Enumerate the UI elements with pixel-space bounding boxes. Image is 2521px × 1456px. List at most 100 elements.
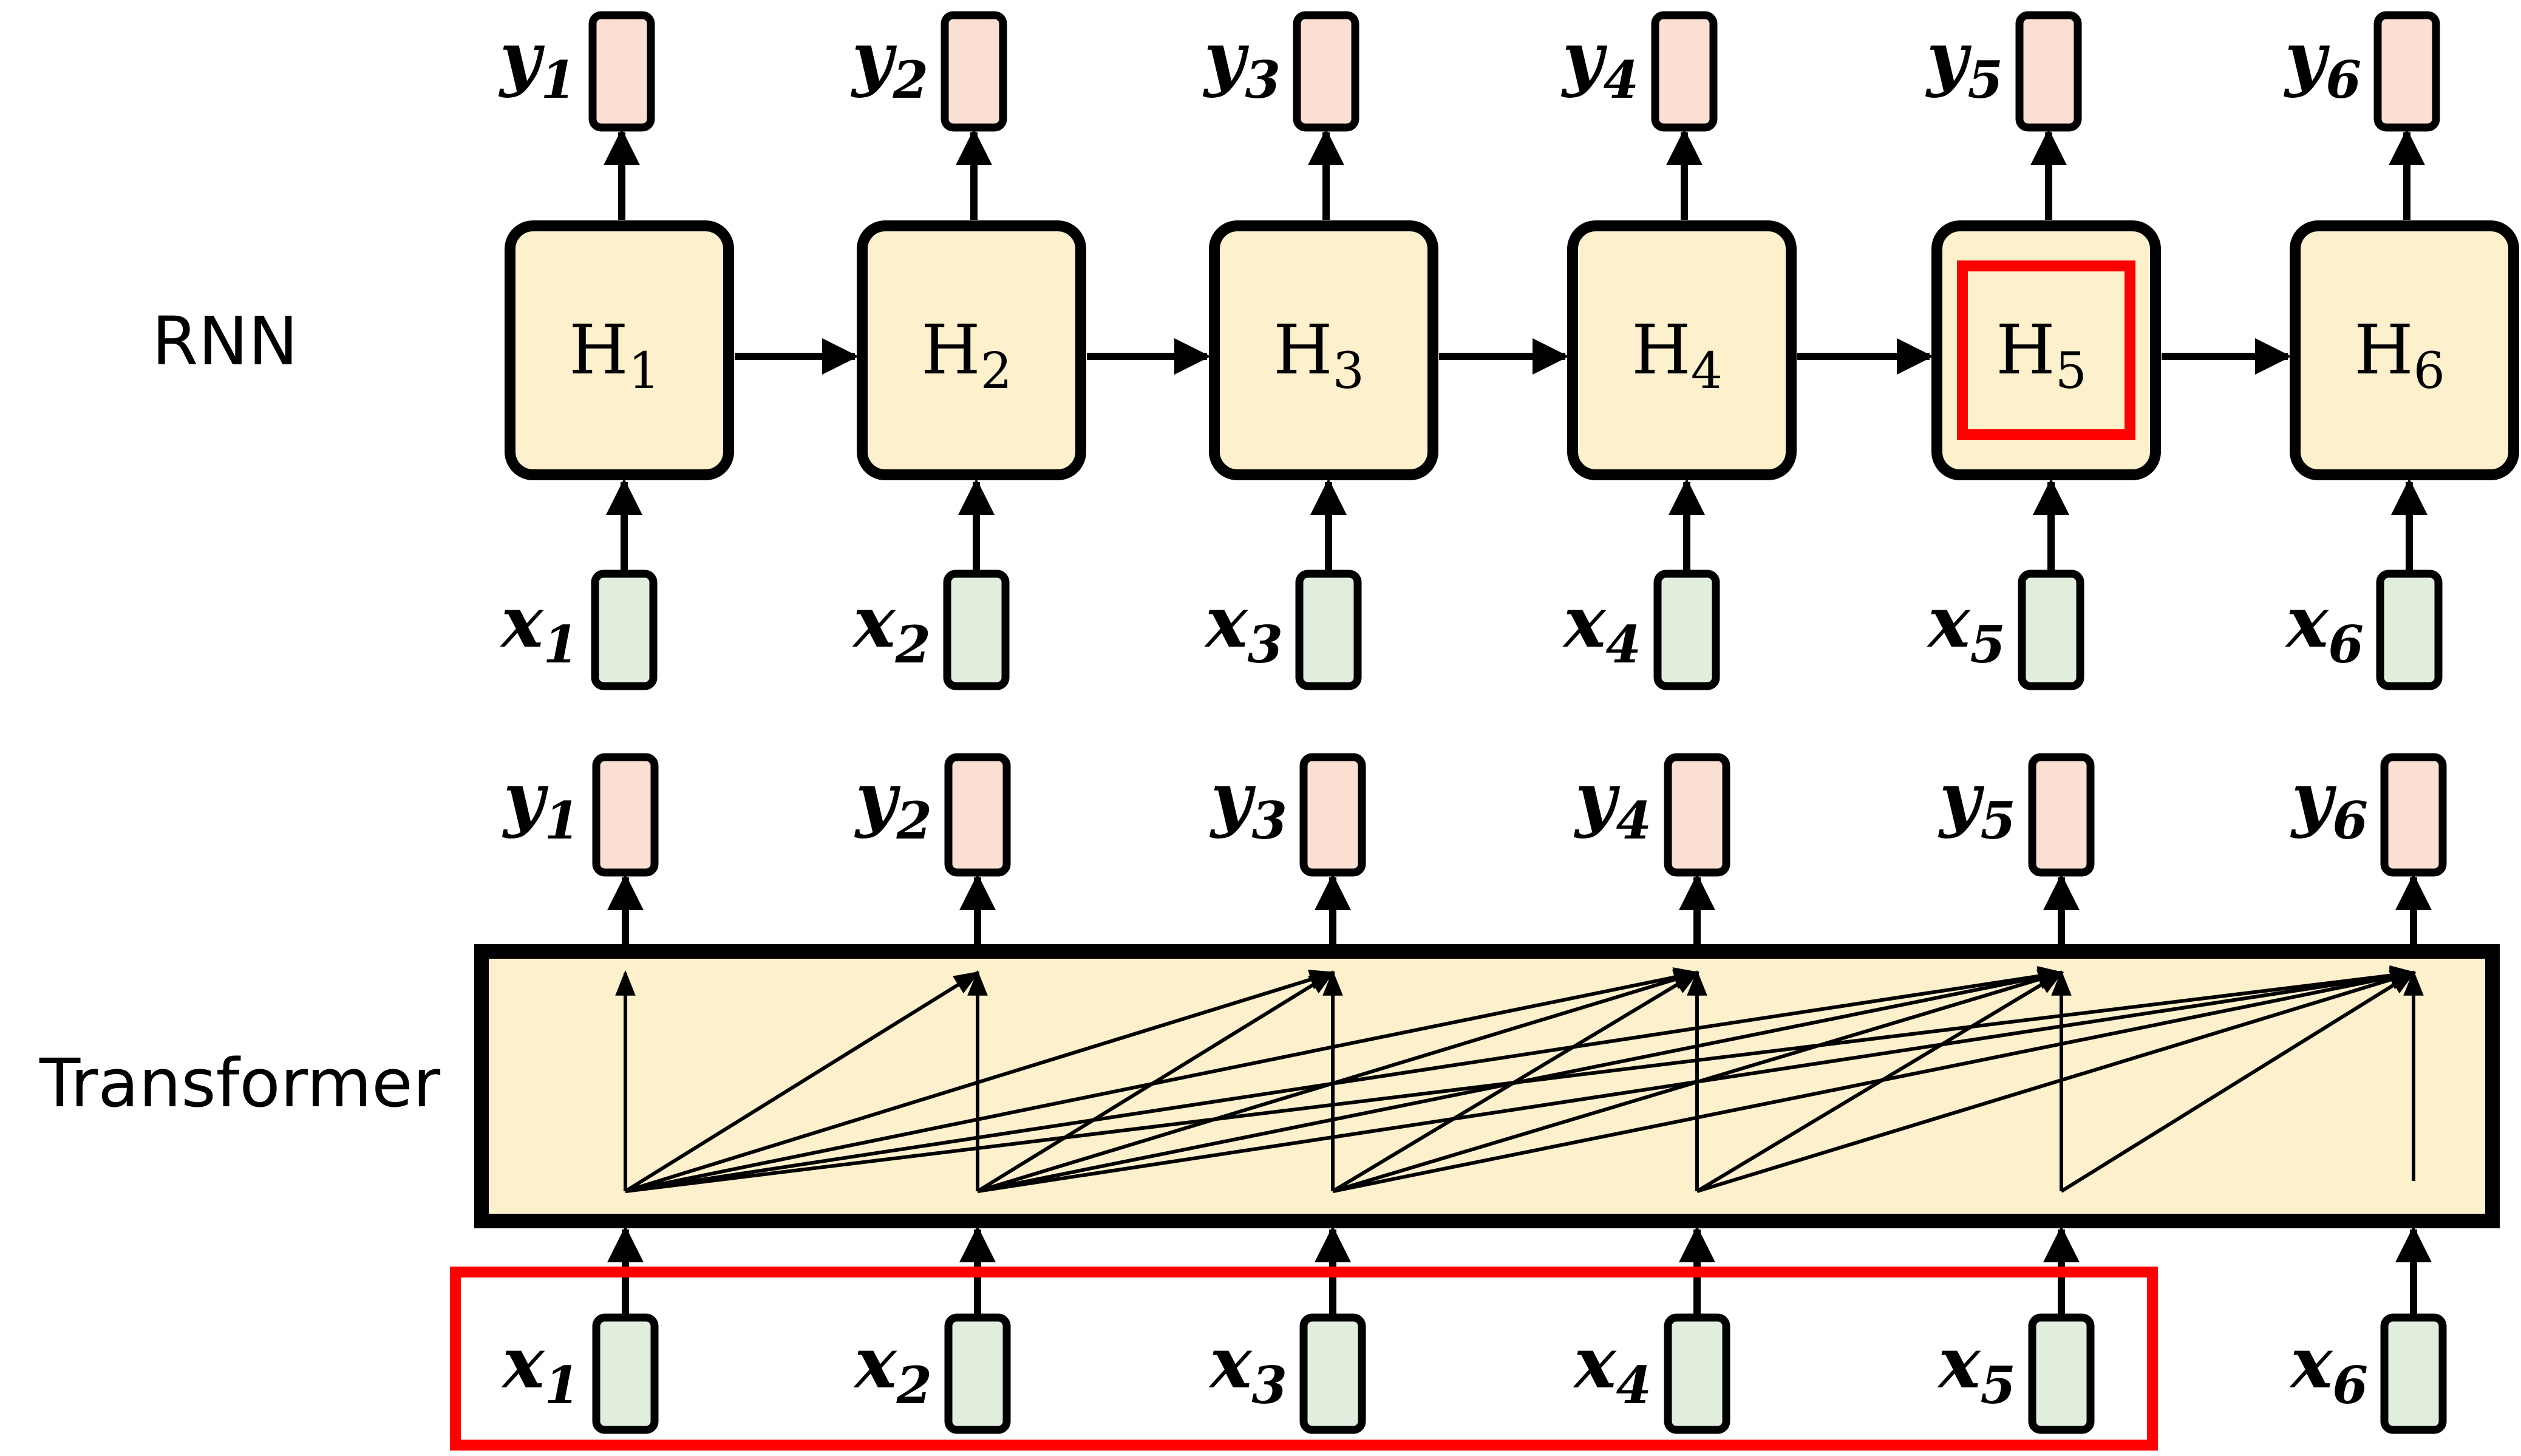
input-token-box: [2028, 1313, 2095, 1434]
input-token-box: [1299, 1313, 1366, 1434]
output-token-box: [2028, 753, 2095, 877]
hidden-state-3: H3: [1209, 220, 1438, 480]
output-token-box: [1651, 11, 1718, 132]
input-token-box: [592, 1313, 659, 1434]
rnn-output-2: y2: [850, 11, 1007, 132]
attention-edge: [625, 967, 1700, 1193]
input-label: x1: [500, 1322, 580, 1415]
rnn-input-4: x4: [1562, 570, 1720, 690]
transformer-output-6: y6: [2290, 753, 2447, 877]
attention-edge: [625, 970, 1336, 1193]
highlight-box: [1957, 260, 2135, 440]
rnn-output-4: y4: [1560, 11, 1718, 132]
rnn-section-label: RNN: [152, 302, 298, 380]
attention-edge: [625, 966, 2064, 1193]
rnn-input-5: x5: [1926, 570, 2084, 690]
hidden-state-4: H4: [1567, 220, 1797, 480]
input-label: x5: [1926, 581, 2006, 675]
hidden-state-box: [857, 220, 1086, 480]
output-label: y4: [1560, 16, 1639, 110]
output-label: y4: [1573, 757, 1652, 851]
output-label: y3: [1202, 16, 1281, 110]
hidden-state-label: H3: [1273, 311, 1364, 400]
transformer-input-6: x6: [2288, 1313, 2447, 1434]
output-label: y5: [1925, 16, 2003, 110]
hidden-state-label: H5: [1996, 311, 2087, 400]
hidden-state-box: [505, 220, 734, 480]
attention-edge: [624, 971, 980, 1193]
transformer-output-1: y1: [502, 753, 659, 877]
output-label: y5: [1938, 757, 2016, 851]
output-token-box: [2015, 11, 2082, 132]
hidden-state-box: [2290, 220, 2519, 480]
attention-edge: [1696, 969, 2417, 1193]
rnn-output-6: y6: [2283, 11, 2440, 132]
rnn-input-1: x1: [499, 570, 658, 690]
output-token-box: [1293, 11, 1359, 132]
rnn-input-2: x2: [851, 570, 1010, 690]
hidden-state-box: [1567, 220, 1797, 480]
output-label: y2: [850, 16, 928, 110]
output-label: y6: [2283, 16, 2361, 110]
rnn-input-3: x3: [1203, 570, 1362, 690]
transformer-output-4: y4: [1573, 753, 1730, 877]
transformer-output-2: y2: [854, 753, 1011, 877]
output-token-box: [941, 11, 1007, 132]
hidden-state-6: H6: [2290, 220, 2519, 480]
output-token-box: [2380, 753, 2447, 877]
attention-edge: [1332, 967, 2417, 1193]
transformer-input-1: x1: [500, 1313, 659, 1434]
attention-edge: [625, 965, 2417, 1193]
rnn-output-5: y5: [1925, 11, 2082, 132]
transformer-output-5: y5: [1938, 753, 2095, 877]
output-label: y1: [502, 757, 580, 851]
input-token-box: [1653, 570, 1720, 690]
input-token-box: [591, 570, 658, 690]
output-label: y3: [1209, 757, 1287, 851]
output-token-box: [588, 11, 655, 132]
input-token-box: [943, 570, 1010, 690]
input-label: x6: [2288, 1322, 2368, 1415]
rnn-output-3: y3: [1202, 11, 1359, 132]
hidden-state-label: H2: [921, 311, 1012, 400]
output-label: y2: [854, 757, 932, 851]
rnn-layer: H1 H2 H3 H4 H5 H6 x1 x2 x3 x4 x5 x6 y1 y2 y3 y4 y5 y6: [498, 11, 2519, 690]
input-token-box: [1295, 570, 1362, 690]
input-token-box: [2376, 570, 2443, 690]
context-window-highlight: [450, 1267, 2158, 1451]
hidden-state-1: H1: [505, 220, 734, 480]
output-token-box: [1299, 753, 1366, 877]
input-token-box: [2018, 570, 2084, 690]
input-label: x2: [852, 1322, 932, 1415]
input-label: x3: [1203, 581, 1283, 675]
hidden-state-5: H5: [1931, 220, 2161, 480]
output-label: y1: [498, 16, 576, 110]
input-label: x4: [1562, 581, 1641, 675]
transformer-section-label: Transformer: [39, 1044, 441, 1122]
hidden-state-box: [1209, 220, 1438, 480]
output-token-box: [2373, 11, 2440, 132]
rnn-output-1: y1: [498, 11, 655, 132]
input-label: x3: [1208, 1322, 1287, 1415]
output-label: y6: [2290, 757, 2368, 851]
output-token-box: [944, 753, 1011, 877]
attention-arrows: [615, 965, 2424, 1193]
input-token-box: [944, 1313, 1011, 1434]
hidden-state-label: H6: [2354, 311, 2445, 400]
output-token-box: [592, 753, 659, 877]
transformer-input-4: x4: [1572, 1313, 1730, 1434]
hidden-state-label: H4: [1631, 311, 1723, 400]
input-label: x4: [1572, 1322, 1652, 1415]
hidden-state-label: H1: [569, 311, 660, 400]
hidden-state-2: H2: [857, 220, 1086, 480]
input-token-box: [1664, 1313, 1730, 1434]
attention-edge: [2060, 971, 2416, 1193]
input-label: x1: [499, 581, 579, 675]
transformer-input-3: x3: [1208, 1313, 1366, 1434]
input-label: x6: [2284, 581, 2364, 675]
transformer-input-2: x2: [852, 1313, 1011, 1434]
input-token-box: [2380, 1313, 2447, 1434]
rnn-input-6: x6: [2284, 570, 2443, 690]
